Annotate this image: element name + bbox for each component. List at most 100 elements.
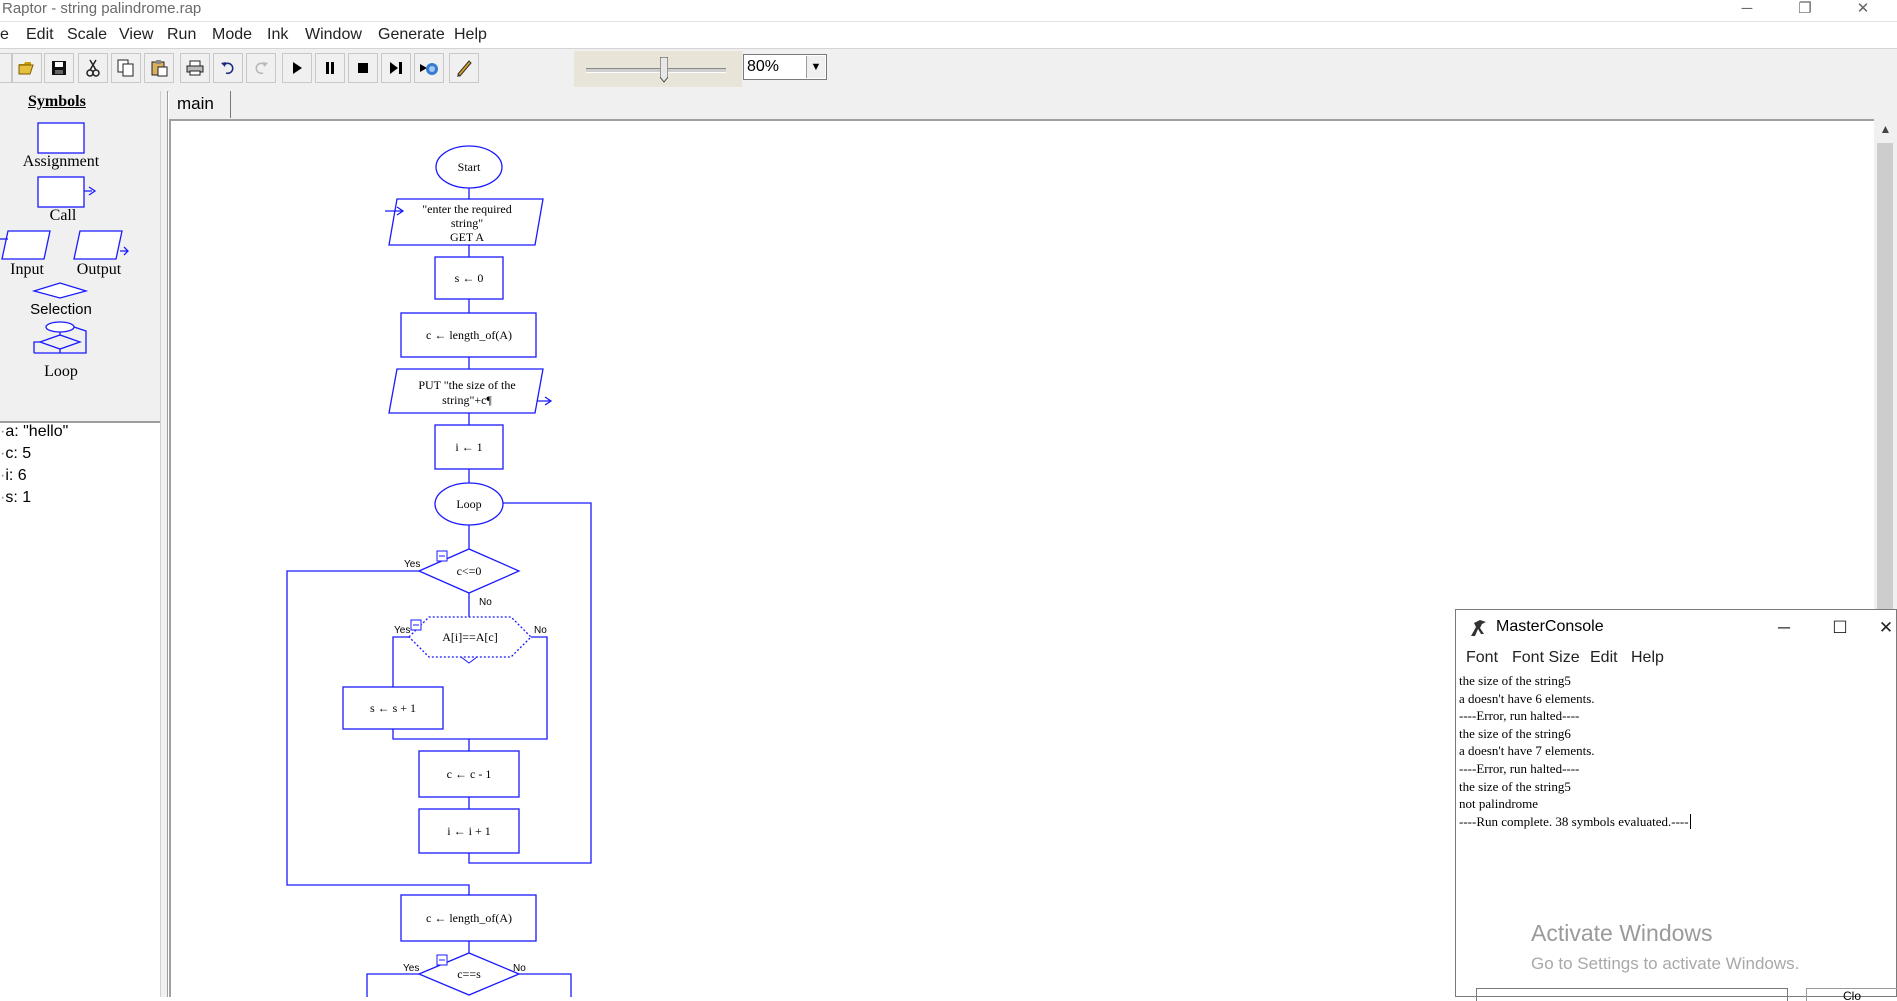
- console-input[interactable]: [1476, 988, 1788, 1001]
- play-icon[interactable]: [282, 53, 312, 83]
- print-icon[interactable]: [180, 53, 210, 83]
- variables-panel: ·a: "hello" ·c: 5 ·i: 6 ·s: 1: [0, 423, 161, 997]
- menu-scale[interactable]: Scale: [67, 26, 108, 43]
- console-line: the size of the string5: [1459, 778, 1571, 794]
- assign-c-decrement-text: c ← c - 1: [447, 767, 492, 781]
- flowchart: Start "enter the required string" GET A …: [286, 145, 592, 997]
- console-minimize-icon[interactable]: ─: [1777, 618, 1791, 637]
- assign-s-zero: [434, 256, 504, 300]
- assign-c-length: [400, 312, 537, 358]
- start-label: Start: [458, 160, 481, 174]
- symbol-assignment[interactable]: Assignment: [22, 153, 100, 170]
- redo-icon[interactable]: [246, 53, 276, 83]
- console-close-button[interactable]: Clo: [1806, 988, 1897, 1001]
- console-menu-help[interactable]: Help: [1631, 649, 1664, 666]
- assign-c-decrement: [418, 750, 520, 798]
- close-icon[interactable]: ✕: [1856, 0, 1870, 17]
- slider-thumb[interactable]: [660, 57, 668, 83]
- test-icon[interactable]: [414, 53, 444, 83]
- assign-s-increment: [342, 686, 444, 730]
- console-line: a doesn't have 7 elements.: [1459, 743, 1595, 759]
- symbols-title: Symbols: [28, 93, 86, 110]
- console-menu-bar: Font Font Size Edit Help: [1456, 646, 1896, 670]
- step-icon[interactable]: [381, 53, 411, 83]
- menu-generate[interactable]: Generate: [378, 26, 445, 43]
- tab-main[interactable]: main: [169, 91, 231, 118]
- menu-bar: e Edit Scale View Run Mode Ink Window Ge…: [0, 21, 1897, 48]
- input-symbol-icon: [1, 230, 51, 260]
- scroll-up-icon[interactable]: ▲: [1879, 122, 1892, 136]
- output-text: string"+c¶: [442, 393, 492, 407]
- console-maximize-icon[interactable]: ☐: [1832, 618, 1848, 637]
- loop-symbol-icon: [45, 321, 75, 333]
- variable-item[interactable]: ·a: "hello": [0, 423, 69, 440]
- console-line: ----Error, run halted----: [1459, 760, 1580, 776]
- input-prompt-text: string": [451, 216, 483, 230]
- raptor-icon: [1471, 620, 1486, 636]
- yes-label: Yes: [404, 559, 420, 570]
- console-line: ----Error, run halted----: [1459, 708, 1580, 724]
- flowchart-canvas[interactable]: Start "enter the required string" GET A …: [169, 119, 1874, 997]
- master-console-window: MasterConsole ─ ☐ ✕ Font Font Size Edit …: [1455, 609, 1897, 1001]
- input-prompt-text: "enter the required: [422, 202, 512, 216]
- symbol-output[interactable]: Output: [76, 261, 122, 278]
- console-line: a doesn't have 6 elements.: [1459, 690, 1595, 706]
- tab-bar: main: [169, 91, 1897, 119]
- activate-windows-subtitle: Go to Settings to activate Windows.: [1531, 954, 1800, 973]
- assign-i-increment-text: i ← i + 1: [447, 824, 490, 838]
- symbol-selection[interactable]: Selection: [30, 301, 92, 318]
- chevron-down-icon[interactable]: ▼: [806, 56, 825, 78]
- menu-edit[interactable]: Edit: [26, 26, 54, 43]
- menu-help[interactable]: Help: [454, 26, 487, 43]
- variable-item[interactable]: ·s: 1: [0, 489, 32, 506]
- pen-icon[interactable]: [449, 53, 479, 83]
- copy-icon[interactable]: [111, 53, 141, 83]
- cut-icon[interactable]: [78, 53, 108, 83]
- variable-item[interactable]: ·i: 6: [0, 467, 27, 484]
- assign-c-length-text: c ← length_of(A): [426, 328, 512, 342]
- menu-run[interactable]: Run: [167, 26, 197, 43]
- zoom-select[interactable]: 80% ▼: [743, 54, 827, 80]
- console-menu-edit[interactable]: Edit: [1590, 649, 1618, 666]
- slider-track: [586, 68, 726, 73]
- stop-icon[interactable]: [348, 53, 378, 83]
- new-icon[interactable]: [0, 53, 12, 83]
- menu-ink[interactable]: Ink: [267, 26, 289, 43]
- panel-splitter[interactable]: [160, 91, 168, 997]
- yes-label: Yes: [403, 963, 419, 974]
- console-title: MasterConsole: [1496, 618, 1604, 635]
- menu-file[interactable]: e: [0, 26, 9, 43]
- no-label: No: [479, 597, 492, 608]
- paste-icon[interactable]: [144, 53, 174, 83]
- selection-symbol-icon: [31, 282, 89, 299]
- console-menu-font[interactable]: Font: [1466, 649, 1499, 666]
- open-icon[interactable]: [12, 53, 42, 83]
- symbol-call[interactable]: Call: [49, 207, 77, 224]
- symbol-loop[interactable]: Loop: [44, 363, 78, 380]
- pause-icon[interactable]: [315, 53, 345, 83]
- menu-view[interactable]: View: [119, 26, 154, 43]
- restore-icon[interactable]: ❐: [1798, 0, 1812, 17]
- assign-c-length-2-text: c ← length_of(A): [426, 911, 512, 925]
- console-menu-font-size[interactable]: Font Size: [1512, 649, 1580, 666]
- minimize-icon[interactable]: ─: [1741, 0, 1753, 17]
- input-symbol: [388, 198, 544, 246]
- yes-label: Yes: [394, 625, 410, 636]
- output-symbol-icon: [73, 230, 123, 260]
- symbol-input[interactable]: Input: [10, 261, 44, 278]
- undo-icon[interactable]: [213, 53, 243, 83]
- console-close-icon[interactable]: ✕: [1878, 618, 1894, 637]
- variable-item[interactable]: ·c: 5: [0, 445, 32, 462]
- final-condition-text: c==s: [457, 967, 481, 981]
- speed-slider[interactable]: [574, 51, 742, 87]
- console-line: not palindrome: [1459, 796, 1539, 812]
- save-icon[interactable]: [44, 53, 74, 83]
- menu-window[interactable]: Window: [305, 26, 362, 43]
- menu-mode[interactable]: Mode: [212, 26, 253, 43]
- console-output[interactable]: the size of the string5 a doesn't have 6…: [1459, 672, 1879, 972]
- no-label: No: [513, 963, 526, 974]
- output-symbol: [388, 368, 544, 414]
- console-title-bar: MasterConsole ─ ☐ ✕: [1456, 610, 1896, 646]
- loop-condition-text: c<=0: [457, 564, 482, 578]
- activate-windows-title: Activate Windows: [1531, 920, 1713, 946]
